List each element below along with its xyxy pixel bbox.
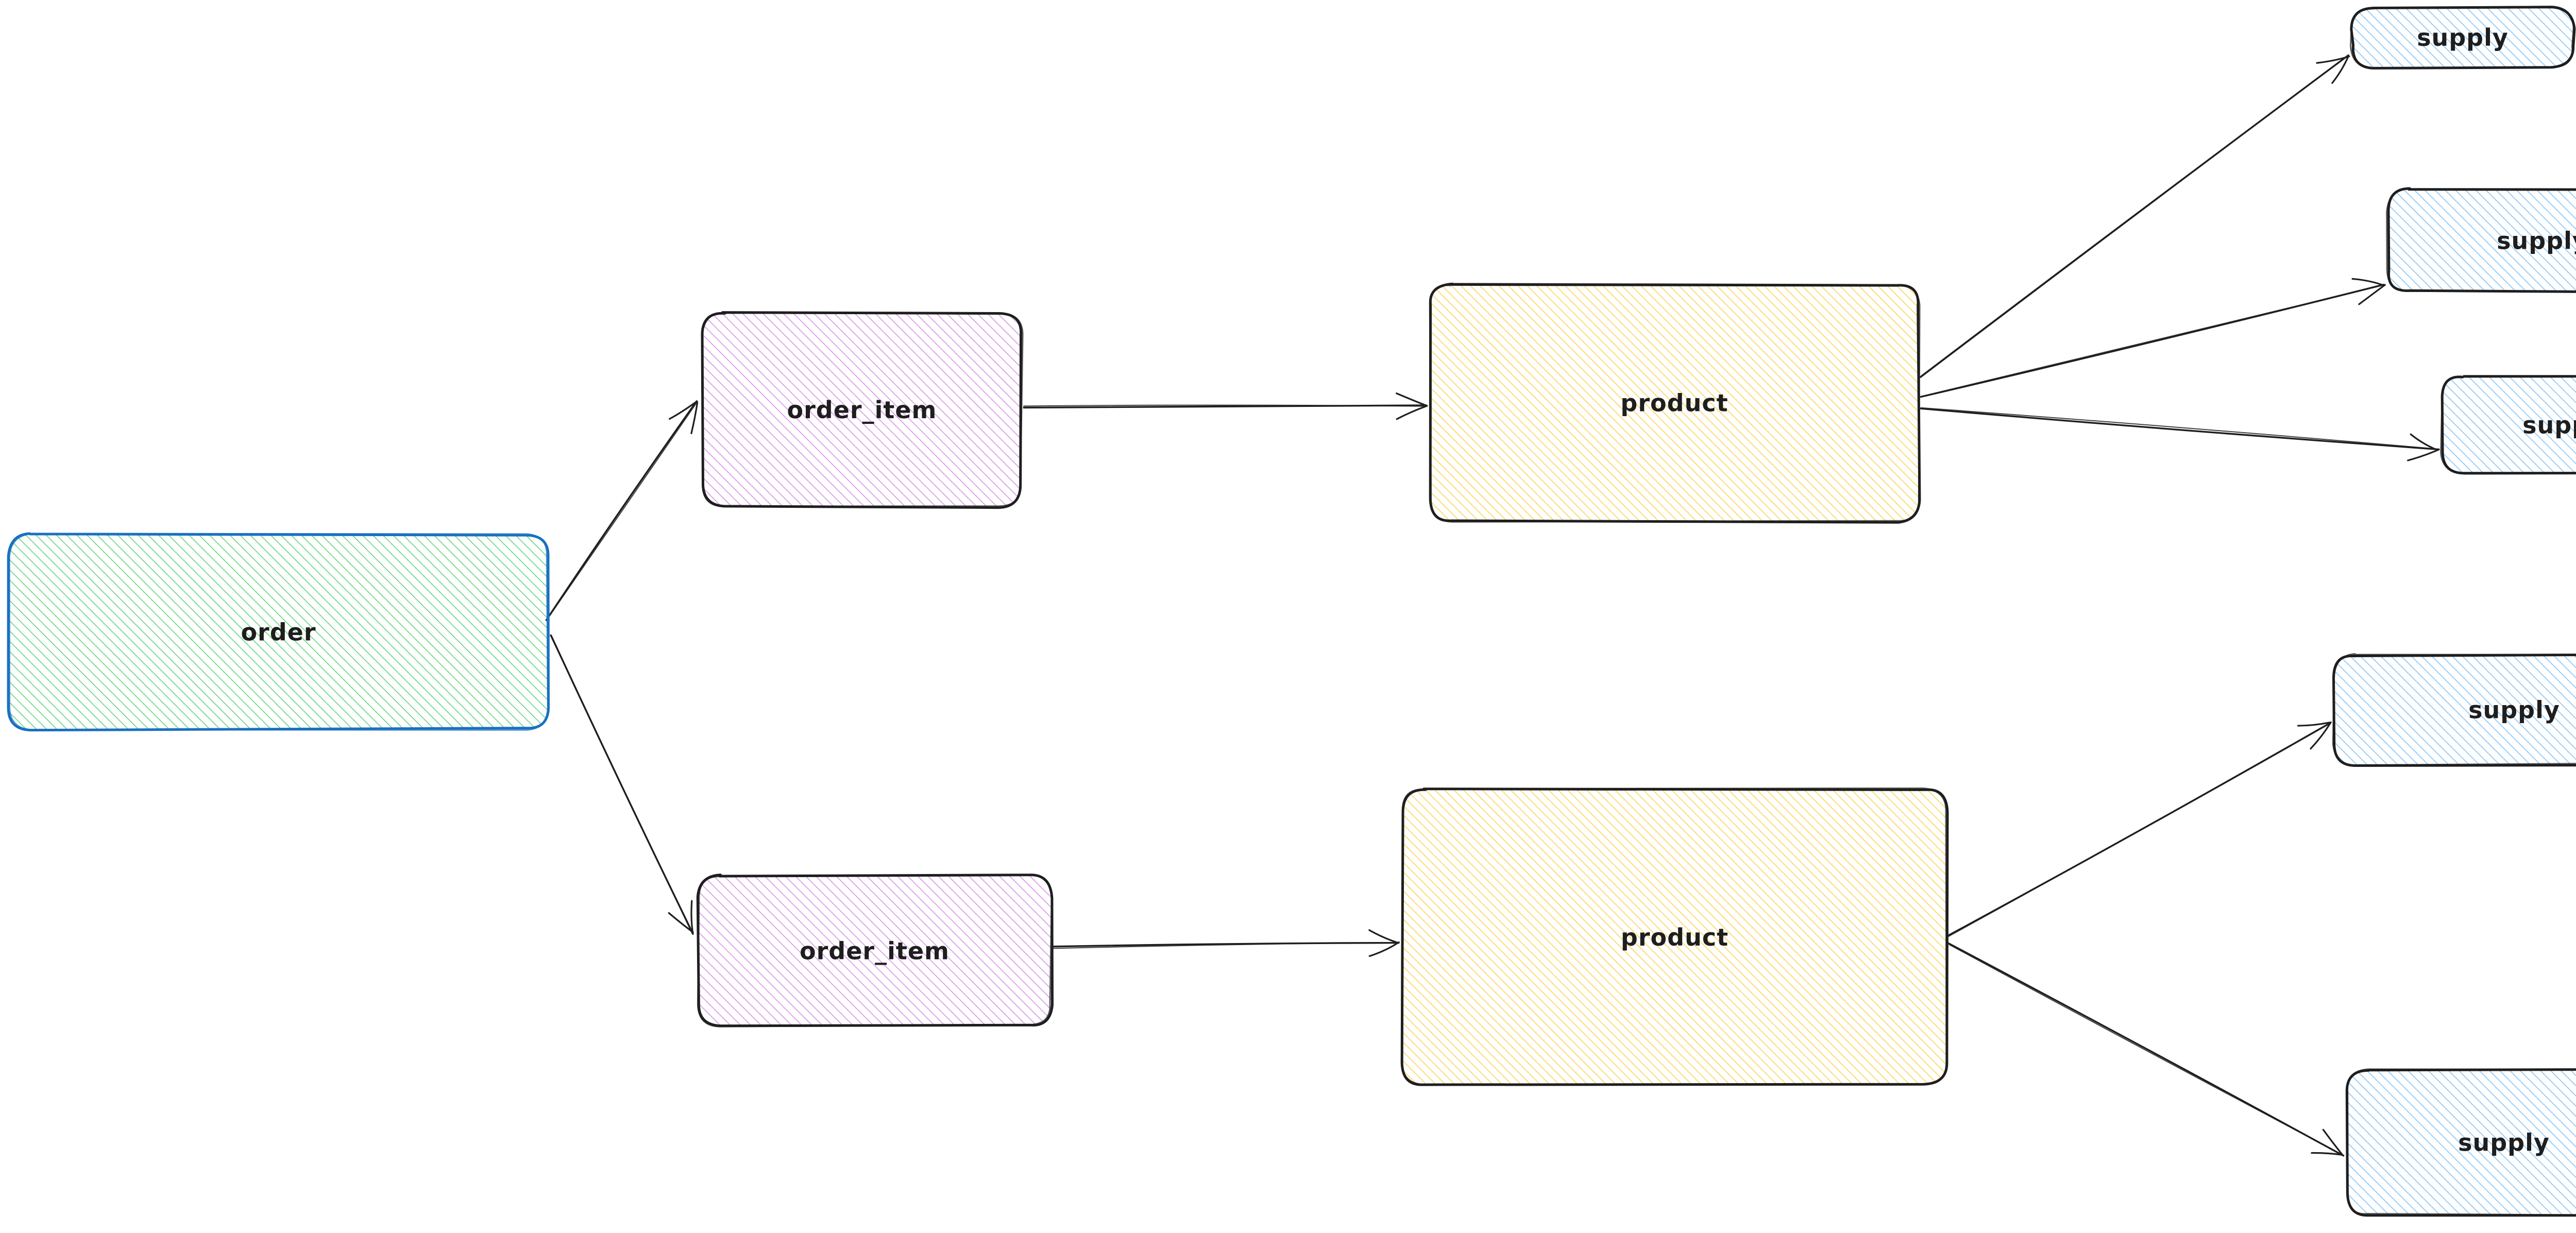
node-fill bbox=[2334, 654, 2576, 765]
node-label-supply_4: supply bbox=[2468, 696, 2560, 724]
node-label-supply_5: supply bbox=[2458, 1129, 2550, 1157]
node-fill bbox=[2347, 1070, 2576, 1215]
edge-product_2-to-supply_4 bbox=[1947, 721, 2332, 937]
node-supply_5[interactable]: supply bbox=[2345, 1068, 2576, 1217]
edge-product_2-to-supply_5 bbox=[1947, 942, 2345, 1157]
node-outline bbox=[697, 874, 1053, 1028]
node-label-product_2: product bbox=[1621, 923, 1728, 951]
edge-order_item_1-to-product_1 bbox=[1023, 392, 1428, 420]
node-outline bbox=[2440, 375, 2576, 475]
node-product_2[interactable]: product bbox=[1400, 787, 1949, 1086]
node-label-order_item_2: order_item bbox=[800, 937, 950, 965]
node-fill bbox=[9, 534, 549, 730]
node-label-supply_1: supply bbox=[2417, 24, 2509, 52]
node-outline bbox=[2346, 1068, 2576, 1216]
edge-product_1-to-supply_2 bbox=[1920, 278, 2386, 398]
node-label-order_item_1: order_item bbox=[787, 396, 937, 424]
node-outline bbox=[2386, 188, 2576, 293]
node-fill bbox=[698, 876, 1052, 1026]
edge-order-to-order_item_1 bbox=[545, 400, 699, 621]
node-label-order: order bbox=[241, 619, 316, 646]
node-order_item_2[interactable]: order_item bbox=[696, 874, 1054, 1028]
node-fill bbox=[702, 313, 1022, 507]
node-outline bbox=[2349, 6, 2574, 69]
node-label-supply_3: supply bbox=[2522, 412, 2576, 439]
node-fill bbox=[2351, 7, 2573, 67]
node-outline bbox=[701, 312, 1024, 507]
node-outline bbox=[8, 533, 549, 731]
edge-layer bbox=[545, 54, 2440, 1157]
node-layer: orderorder_itemorder_itemproductproducts… bbox=[7, 6, 2576, 1217]
edge-order_item_2-to-product_2 bbox=[1051, 929, 1400, 957]
node-outline bbox=[1429, 283, 1921, 523]
node-fill bbox=[1402, 789, 1947, 1086]
node-fill bbox=[2387, 189, 2576, 291]
node-fill bbox=[1429, 283, 1920, 522]
edge-product_1-to-supply_3 bbox=[1920, 407, 2440, 461]
node-supply_4[interactable]: supply bbox=[2332, 653, 2576, 767]
node-supply_1[interactable]: supply bbox=[2349, 6, 2576, 70]
node-supply_2[interactable]: supply bbox=[2386, 187, 2576, 293]
node-outline bbox=[2332, 653, 2576, 766]
node-product_1[interactable]: product bbox=[1429, 282, 1921, 524]
edge-order-to-order_item_2 bbox=[550, 634, 694, 935]
node-order[interactable]: order bbox=[7, 532, 550, 732]
node-fill bbox=[2442, 376, 2576, 475]
node-order_item_1[interactable]: order_item bbox=[701, 311, 1024, 509]
node-outline bbox=[1401, 787, 1947, 1086]
node-label-product_1: product bbox=[1620, 389, 1728, 417]
node-label-supply_2: supply bbox=[2497, 227, 2576, 255]
node-supply_3[interactable]: supply bbox=[2440, 375, 2576, 475]
edge-product_1-to-supply_1 bbox=[1920, 54, 2350, 378]
